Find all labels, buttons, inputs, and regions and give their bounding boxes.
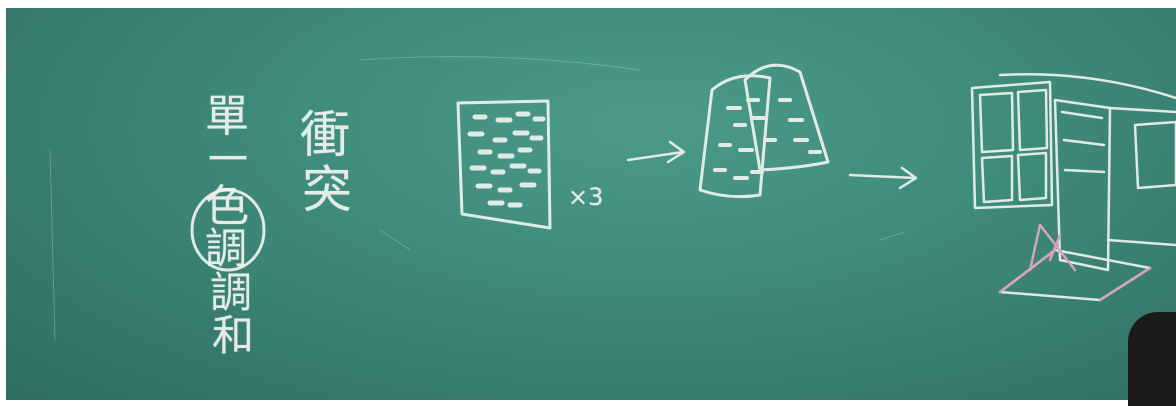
chalk-circle <box>192 190 264 270</box>
chalk-arrow-1 <box>628 142 684 162</box>
chalk-room <box>972 74 1176 300</box>
person-partial <box>1128 312 1176 406</box>
chalk-arrow-2 <box>850 168 916 188</box>
chalk-dashes <box>470 114 543 205</box>
